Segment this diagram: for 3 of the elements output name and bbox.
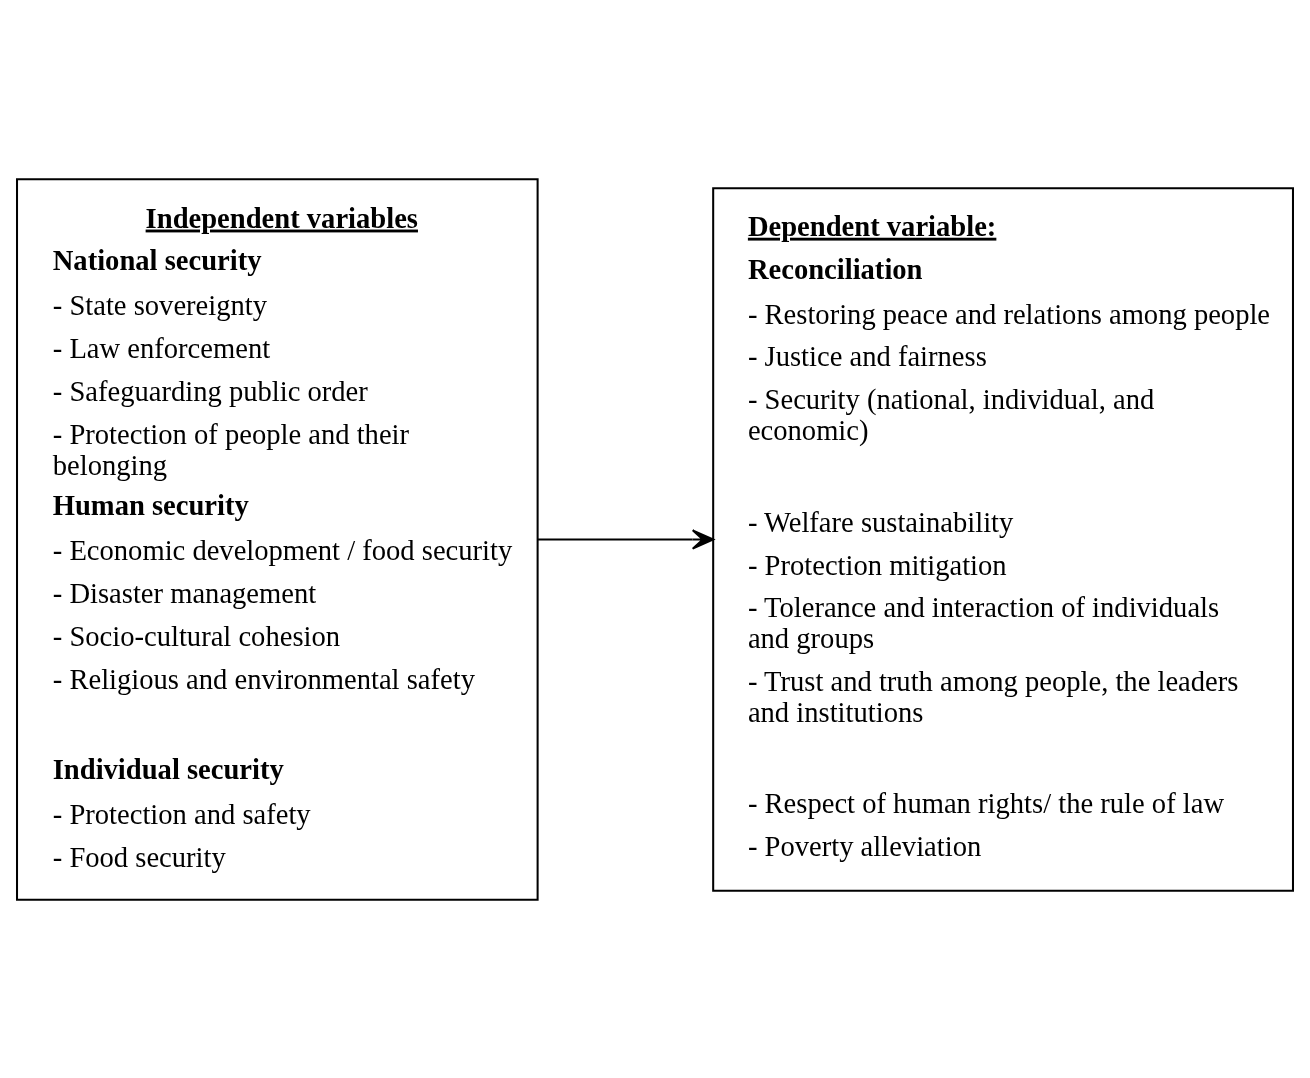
node-box: Dependent variable: Reconciliation - Restoring peace and relations among people - Justice and fairness - Security (national, individual, and economic) - Welfare sustainability - Protection mitigation - Tolerance and interaction of individuals and groups - Trust and truth among people, the leaders and institutions - Respect of human rights/ the rule of law - Poverty alleviation — [712, 186, 1294, 892]
node-box: Independent variables National security - State sovereignty - Law enforcement - Safeguarding public order - Protection of people and their belonging Human security - Economic development / food security - Disaster management - Socio-cultural cohesion - Religious and environmental safety Individual security - Protection and safety - Food security — [16, 177, 539, 901]
arrow — [537, 528, 715, 550]
